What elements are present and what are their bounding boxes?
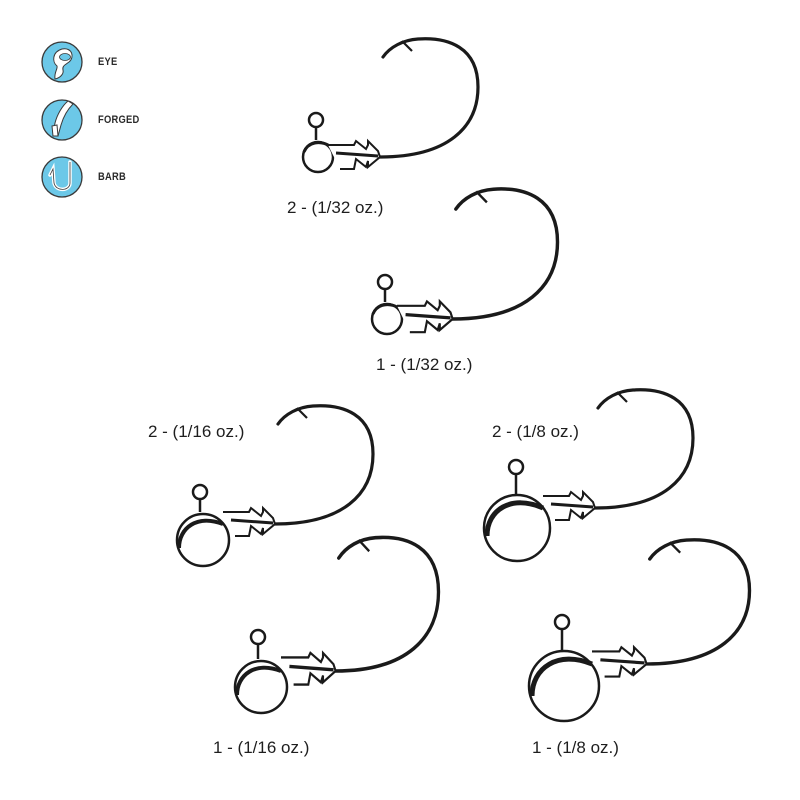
- hook-caption: 2 - (1/8 oz.): [492, 422, 579, 441]
- hook-caption: 2 - (1/32 oz.): [287, 198, 384, 217]
- jig-hook-1-1-8: [520, 538, 780, 730]
- legend-label-barb: BARB: [98, 171, 127, 183]
- jig-hook-1-1-16: [225, 535, 455, 725]
- forged-icon: [41, 99, 83, 141]
- jig-hook-2-1-32: [290, 37, 500, 190]
- jig-hook-icon: [301, 37, 480, 174]
- jig-hook-icon: [370, 187, 560, 336]
- jig-hook-2-1-8: [475, 388, 715, 580]
- eye-icon: [41, 41, 83, 83]
- jig-hook-1-1-32: [355, 187, 575, 350]
- jig-hook-icon: [175, 404, 375, 568]
- hook-caption: 2 - (1/16 oz.): [148, 422, 245, 441]
- legend-eye: EYE: [40, 40, 121, 84]
- barb-icon: [41, 156, 83, 198]
- jig-hook-icon: [233, 535, 441, 715]
- jig-hook-icon: [482, 388, 695, 563]
- hook-caption: 1 - (1/8 oz.): [532, 738, 619, 757]
- jig-hook-icon: [527, 538, 752, 723]
- hook-caption: 1 - (1/32 oz.): [376, 355, 473, 374]
- jig-hook-2-1-16: [165, 404, 395, 580]
- hook-caption: 1 - (1/16 oz.): [213, 738, 310, 757]
- legend-barb: BARB: [40, 155, 131, 199]
- legend-label-forged: FORGED: [98, 114, 140, 126]
- legend-label-eye: EYE: [98, 56, 118, 68]
- legend-forged: FORGED: [40, 98, 147, 142]
